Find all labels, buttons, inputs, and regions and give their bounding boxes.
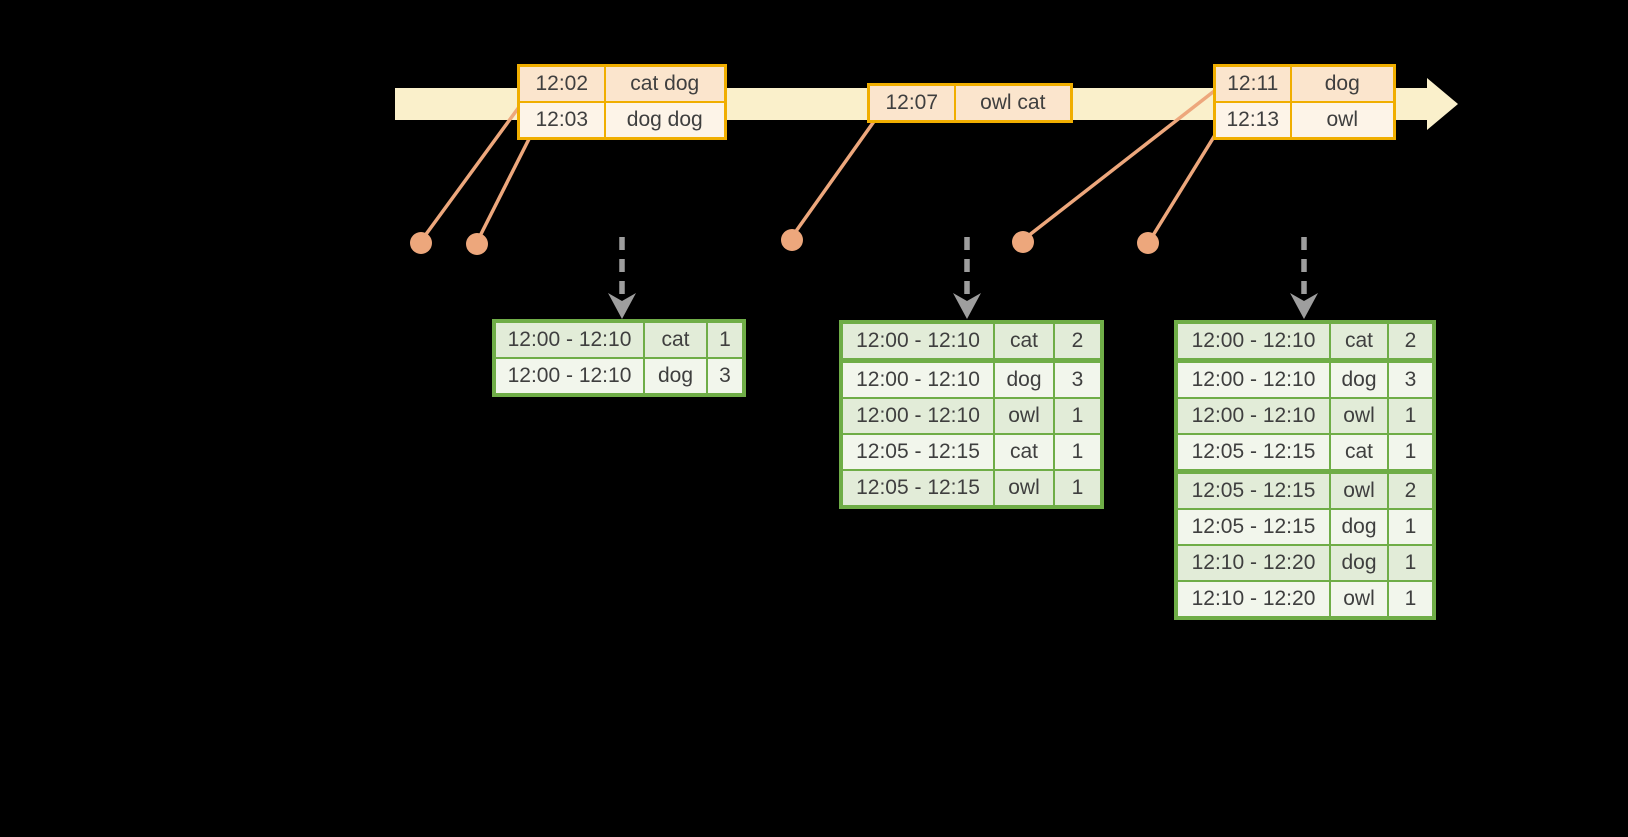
result-count: 2	[1387, 469, 1435, 510]
result-row: 12:05 - 12:15 owl 2	[1175, 469, 1435, 510]
event-row: 12:07 owl cat	[867, 83, 1073, 123]
result-row: 12:00 - 12:10 cat 2	[840, 321, 1103, 362]
event-dot	[410, 232, 432, 254]
result-row: 12:00 - 12:10 dog 3	[493, 357, 745, 396]
result-word: dog	[1329, 508, 1389, 546]
result-row: 12:00 - 12:10 owl 1	[840, 397, 1103, 435]
event-time: 12:07	[867, 83, 956, 123]
result-table: 12:00 - 12:10 cat 1 12:00 - 12:10 dog 3	[492, 319, 746, 397]
event-words: owl	[1289, 101, 1396, 140]
connector-line	[477, 132, 534, 239]
timeline-arrowhead-icon	[1427, 78, 1458, 130]
result-window: 12:10 - 12:20	[1175, 544, 1331, 582]
result-count: 1	[1387, 580, 1435, 619]
result-count: 1	[1387, 508, 1435, 546]
event-table: 12:07 owl cat	[867, 83, 1073, 123]
result-row: 12:00 - 12:10 dog 3	[840, 358, 1103, 399]
result-count: 3	[1387, 358, 1435, 399]
result-word: cat	[993, 433, 1055, 471]
result-window: 12:00 - 12:10	[840, 397, 995, 435]
result-word: owl	[1329, 469, 1389, 510]
result-table: 12:00 - 12:10 cat 2 12:00 - 12:10 dog 3 …	[839, 320, 1104, 509]
result-count: 1	[1053, 433, 1103, 471]
dashed-arrow-icon	[1290, 237, 1318, 319]
result-count: 1	[1053, 397, 1103, 435]
event-row: 12:13 owl	[1213, 101, 1396, 140]
result-row: 12:00 - 12:10 cat 2	[1175, 321, 1435, 362]
event-dot	[781, 229, 803, 251]
result-row: 12:05 - 12:15 cat 1	[1175, 433, 1435, 473]
result-word: dog	[643, 357, 708, 396]
result-window: 12:05 - 12:15	[840, 433, 995, 471]
event-row: 12:02 cat dog	[517, 64, 727, 103]
result-window: 12:00 - 12:10	[840, 358, 995, 399]
result-row: 12:05 - 12:15 cat 1	[840, 433, 1103, 471]
event-words: dog dog	[603, 101, 727, 140]
result-count: 2	[1387, 321, 1435, 362]
result-word: cat	[643, 320, 708, 359]
result-window: 12:00 - 12:10	[840, 321, 995, 362]
result-count: 1	[706, 320, 745, 359]
result-word: owl	[993, 469, 1055, 508]
connector-line	[1150, 126, 1222, 238]
result-window: 12:05 - 12:15	[1175, 469, 1331, 510]
event-words: dog	[1289, 64, 1396, 103]
event-row: 12:11 dog	[1213, 64, 1396, 103]
dashed-arrow-icon	[608, 237, 636, 319]
event-time: 12:02	[517, 64, 606, 103]
result-word: dog	[993, 358, 1055, 399]
result-count: 3	[1053, 358, 1103, 399]
result-row: 12:00 - 12:10 dog 3	[1175, 358, 1435, 399]
event-row: 12:03 dog dog	[517, 101, 727, 140]
result-count: 1	[1387, 433, 1435, 473]
result-row: 12:05 - 12:15 owl 1	[840, 469, 1103, 508]
result-word: owl	[993, 397, 1055, 435]
result-window: 12:05 - 12:15	[1175, 508, 1331, 546]
result-window: 12:00 - 12:10	[1175, 358, 1331, 399]
result-count: 1	[1387, 544, 1435, 582]
result-count: 1	[1387, 397, 1435, 435]
result-word: cat	[1329, 433, 1389, 473]
result-count: 1	[1053, 469, 1103, 508]
result-word: cat	[993, 321, 1055, 362]
result-word: owl	[1329, 397, 1389, 435]
result-window: 12:05 - 12:15	[840, 469, 995, 508]
event-words: owl cat	[953, 83, 1073, 123]
result-word: owl	[1329, 580, 1389, 619]
result-window: 12:00 - 12:10	[1175, 397, 1331, 435]
event-dot	[1137, 232, 1159, 254]
result-window: 12:00 - 12:10	[1175, 321, 1331, 362]
result-count: 3	[706, 357, 745, 396]
event-dot	[466, 233, 488, 255]
connector-line	[792, 118, 877, 236]
event-words: cat dog	[603, 64, 727, 103]
event-time: 12:11	[1213, 64, 1292, 103]
event-time: 12:03	[517, 101, 606, 140]
event-time: 12:13	[1213, 101, 1292, 140]
result-row: 12:00 - 12:10 cat 1	[493, 320, 745, 359]
result-row: 12:05 - 12:15 dog 1	[1175, 508, 1435, 546]
result-word: cat	[1329, 321, 1389, 362]
result-row: 12:00 - 12:10 owl 1	[1175, 397, 1435, 435]
result-window: 12:10 - 12:20	[1175, 580, 1331, 619]
event-table: 12:11 dog 12:13 owl	[1213, 64, 1396, 140]
result-count: 2	[1053, 321, 1103, 362]
event-table: 12:02 cat dog 12:03 dog dog	[517, 64, 727, 140]
result-window: 12:05 - 12:15	[1175, 433, 1331, 473]
result-window: 12:00 - 12:10	[493, 320, 645, 359]
result-table: 12:00 - 12:10 cat 2 12:00 - 12:10 dog 3 …	[1174, 320, 1436, 620]
result-word: dog	[1329, 358, 1389, 399]
result-window: 12:00 - 12:10	[493, 357, 645, 396]
result-word: dog	[1329, 544, 1389, 582]
result-row: 12:10 - 12:20 owl 1	[1175, 580, 1435, 619]
result-row: 12:10 - 12:20 dog 1	[1175, 544, 1435, 582]
dashed-arrow-icon	[953, 237, 981, 319]
event-dot	[1012, 231, 1034, 253]
